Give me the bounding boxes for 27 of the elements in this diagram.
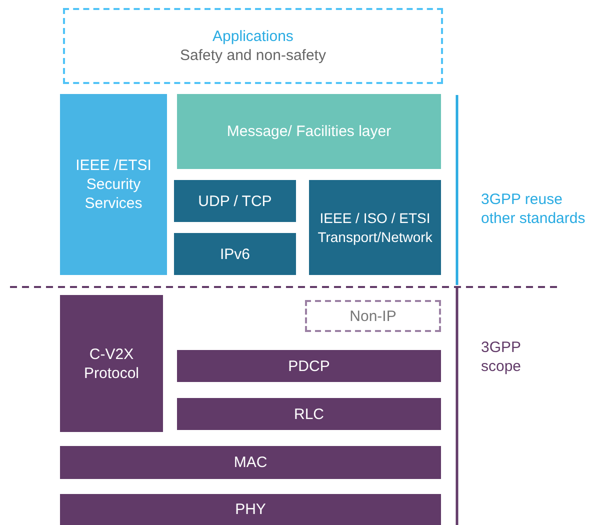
layer-label: Safety and non-safety bbox=[179, 46, 327, 65]
scope-label: 3GPP scope bbox=[481, 338, 522, 376]
layer-box bbox=[63, 8, 443, 84]
layer-box bbox=[177, 94, 441, 169]
layer-label: RLC bbox=[292, 404, 325, 424]
layer-label: UDP / TCP bbox=[197, 192, 273, 210]
layer-box bbox=[60, 295, 163, 432]
layer-label: Applications bbox=[212, 27, 294, 46]
layer-label: MAC bbox=[232, 453, 268, 472]
layer-label: Non-IP bbox=[348, 306, 398, 326]
layer-box bbox=[177, 398, 441, 430]
layer-box bbox=[60, 446, 441, 479]
layer-box bbox=[305, 300, 441, 332]
layer-box bbox=[174, 180, 296, 222]
layer-label: PDCP bbox=[287, 356, 331, 376]
layer-box bbox=[60, 494, 441, 525]
layer-box bbox=[309, 180, 441, 275]
scope-label: 3GPP reuse other standards bbox=[481, 190, 586, 228]
layer-label: IEEE / ISO / ETSI Transport/Network bbox=[316, 208, 434, 246]
layer-box bbox=[60, 94, 167, 275]
layer-label: Message/ Facilities layer bbox=[226, 122, 392, 141]
layer-label: C-V2X Protocol bbox=[82, 344, 140, 382]
layer-box bbox=[174, 233, 296, 275]
layer-label: IPv6 bbox=[218, 244, 251, 264]
layer-label: PHY bbox=[234, 500, 267, 519]
layer-box bbox=[177, 350, 441, 382]
layer-label: IEEE /ETSI Security Services bbox=[74, 156, 152, 213]
